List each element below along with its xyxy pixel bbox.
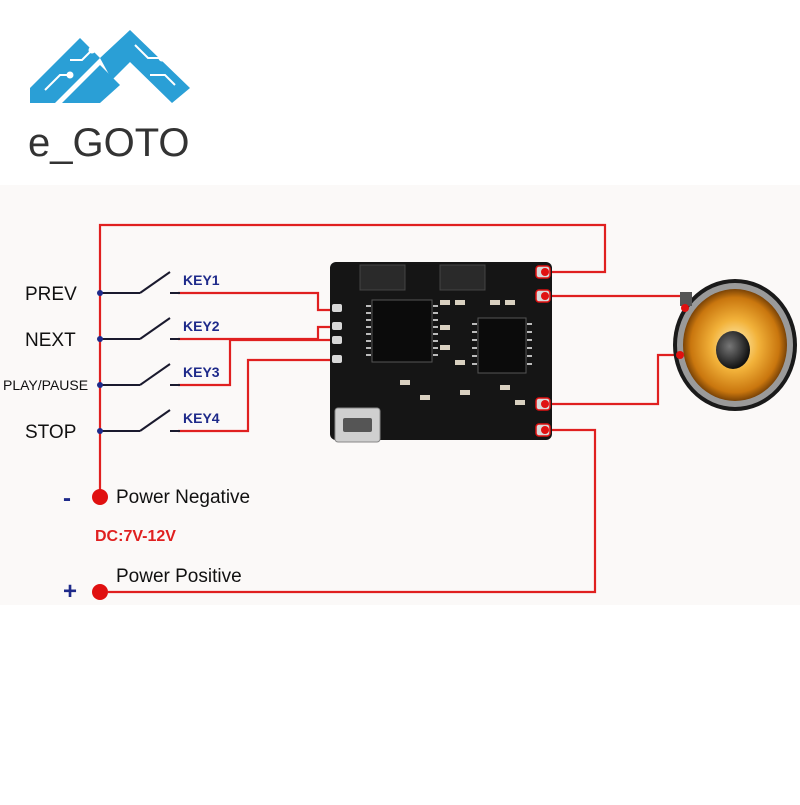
power-positive-terminal [92,584,108,600]
switch-label-play-pause: PLAY/PAUSE [3,377,88,393]
switch-label-prev: PREV [25,284,77,305]
power-positive-sign: + [63,578,77,605]
key-label-3: KEY3 [183,364,220,380]
power-negative-terminal [92,489,108,505]
switch-label-stop: STOP [25,422,76,443]
usb-port-icon [334,407,381,443]
speaker-icon [673,279,797,411]
key-label-1: KEY1 [183,272,220,288]
wires [98,223,687,594]
switch-junctions [97,290,103,434]
switch-lines [100,271,180,432]
voltage-label: DC:7V-12V [95,528,176,545]
key-label-2: KEY2 [183,318,220,334]
power-negative-sign: - [63,485,71,512]
key-label-4: KEY4 [183,410,220,426]
power-negative-label: Power Negative [116,487,250,508]
power-positive-label: Power Positive [116,566,242,587]
logo-icon [30,30,190,103]
pcb-board-icon [330,262,552,443]
brand-name: e_GOTO [28,121,190,165]
terminal-dots [541,268,689,434]
switch-label-next: NEXT [25,330,76,351]
